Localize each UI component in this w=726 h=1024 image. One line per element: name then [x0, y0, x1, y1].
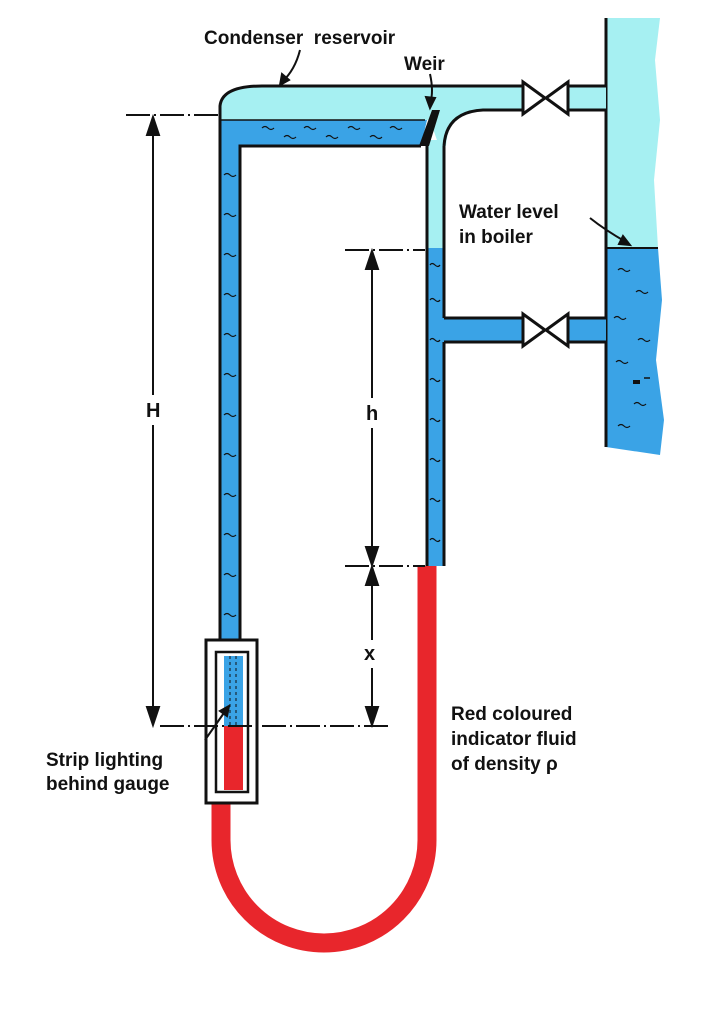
condenser-reservoir-label: Condenser reservoir	[204, 28, 396, 49]
upper-valve	[521, 79, 570, 117]
water-level-label-line1: Water level	[459, 202, 559, 223]
boiler-water	[606, 248, 664, 455]
dimension-x-label: x	[364, 643, 375, 665]
gauge-glass	[204, 638, 259, 805]
dimension-H-label: H	[146, 400, 160, 422]
dimension-h-label: h	[366, 403, 378, 425]
weir-label: Weir	[404, 54, 445, 75]
dimension-H	[126, 113, 218, 729]
right-leg-water	[425, 248, 606, 566]
boiler	[604, 18, 664, 455]
boiler-steam-space	[606, 18, 660, 248]
dimension-h	[345, 247, 425, 569]
condenser-reservoir	[218, 84, 606, 640]
strip-lighting-label-line2: behind gauge	[46, 774, 170, 795]
leader-lines	[204, 49, 633, 741]
water-level-label-line2: in boiler	[459, 227, 534, 248]
dimension-x	[160, 563, 425, 729]
indicator-fluid-label-line2: indicator fluid	[451, 729, 577, 750]
indicator-fluid-label-line1: Red coloured	[451, 704, 572, 725]
red-u-tube	[211, 566, 437, 953]
strip-lighting-label-line1: Strip lighting	[46, 750, 163, 771]
weir	[419, 110, 440, 146]
indicator-fluid-label-line3: of density ρ	[451, 754, 558, 775]
left-leg-water	[223, 172, 237, 618]
lower-valve	[521, 311, 570, 349]
reservoir-water	[220, 120, 427, 640]
